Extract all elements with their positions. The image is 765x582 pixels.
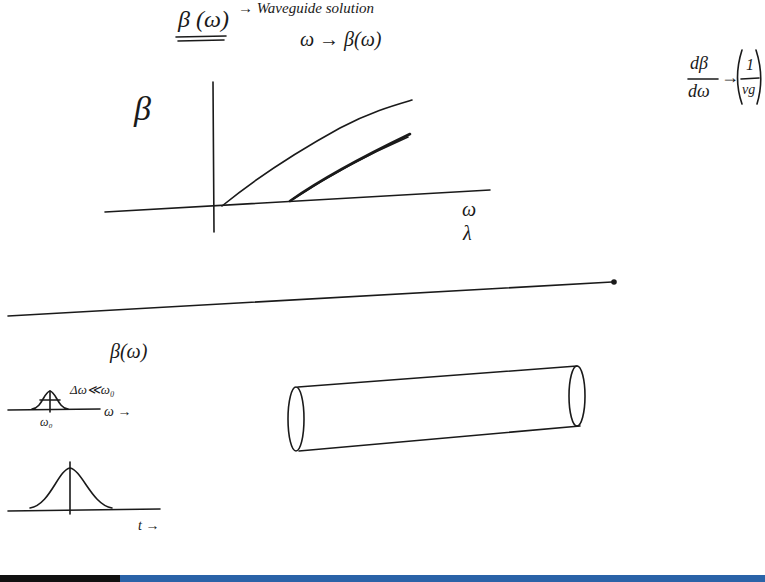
parenthesis <box>756 50 761 104</box>
underline <box>178 40 224 41</box>
x-axis <box>105 190 490 212</box>
axis-label: ω₀ <box>40 416 53 429</box>
bottom-bar <box>120 575 765 582</box>
axis-label: β <box>134 90 151 127</box>
time-axis <box>8 509 160 511</box>
cylinder-end <box>569 366 585 426</box>
fraction-bar <box>688 78 718 80</box>
fraction-numerator: 1 <box>746 56 754 74</box>
function-label: β(ω) <box>110 340 147 362</box>
axis-label: t → <box>138 518 159 533</box>
axis-label: λ <box>463 222 472 244</box>
fraction-numerator: dβ <box>690 54 708 74</box>
bottom-bar <box>0 575 120 582</box>
width-mark <box>40 399 60 401</box>
pulse-curve <box>30 468 112 508</box>
dispersion-curve <box>222 100 412 206</box>
underline <box>176 36 226 37</box>
frequency-axis <box>8 409 100 410</box>
center-mark <box>69 462 71 514</box>
heading-symbol: β (ω) <box>178 6 229 32</box>
y-axis <box>213 82 214 232</box>
axis-label: ω <box>462 198 476 220</box>
dispersion-curve <box>293 137 408 199</box>
fraction-denominator: vg <box>742 82 755 97</box>
center-mark <box>49 391 51 412</box>
arrow-symbol: → <box>721 68 739 88</box>
line-end <box>612 280 616 284</box>
fraction-denominator: dω <box>688 82 710 102</box>
cylinder-end <box>288 387 304 451</box>
fraction-bar <box>741 78 759 79</box>
cylinder-edge <box>299 426 580 451</box>
divider-line <box>8 282 612 316</box>
note-text: → Waveguide solution <box>238 0 374 17</box>
dispersion-curve <box>290 134 410 201</box>
cylinder-edge <box>298 366 577 387</box>
condition-note: Δω≪ω₀ <box>70 383 115 397</box>
axis-label: ω → <box>104 404 131 419</box>
mapping-text: ω → β(ω) <box>300 28 382 50</box>
